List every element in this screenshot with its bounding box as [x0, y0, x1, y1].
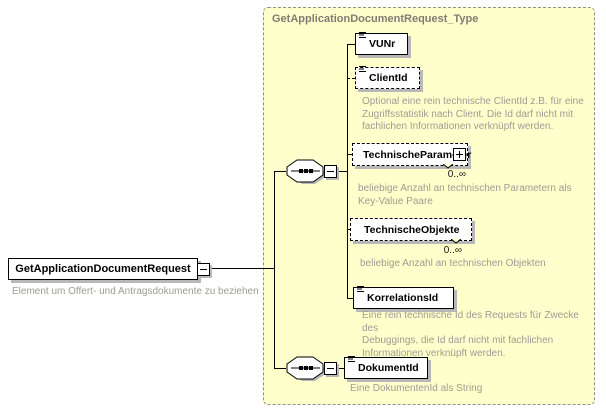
connector-line: [274, 171, 275, 369]
collapse-icon[interactable]: [324, 165, 337, 178]
connector-line: [211, 268, 274, 269]
text-content-icon: [357, 286, 364, 292]
element-annotation: Eine rein technische Id des Requests für…: [362, 310, 579, 359]
occurrence-label: 0..∞: [443, 245, 462, 256]
connector-line: [347, 44, 355, 45]
connector-line-optional: [347, 78, 355, 79]
occurrence-label: 0..∞: [447, 169, 466, 180]
content-model-notch-icon: [443, 164, 453, 169]
element-box-vunr[interactable]: VUNr: [355, 32, 408, 55]
element-annotation: beliebige Anzahl an technischen Paramete…: [358, 183, 572, 207]
element-box-getapplicationdocumentrequest[interactable]: GetApplicationDocumentRequest: [8, 258, 210, 280]
text-content-icon: [348, 356, 355, 362]
element-annotation: Eine DokumentenId als String: [350, 383, 483, 394]
sequence-icon: [286, 356, 324, 381]
connector-line: [274, 368, 286, 369]
element-box-technischeparameter[interactable]: TechnischeParameter: [352, 143, 472, 169]
text-content-icon: [359, 32, 366, 38]
element-label: KorrelationsId: [367, 292, 439, 304]
element-label: ClientId: [369, 72, 408, 84]
element-annotation: beliebige Anzahl an technischen Objekten: [360, 258, 546, 269]
sequence-compositor[interactable]: [285, 355, 339, 385]
element-label: VUNr: [369, 38, 396, 50]
sequence-icon: [286, 159, 324, 184]
element-box-technischeobjekte[interactable]: TechnischeObjekte: [350, 218, 472, 244]
connector-line: [347, 44, 348, 299]
connector-line: [337, 171, 347, 172]
element-box-clientid[interactable]: ClientId: [355, 66, 420, 89]
complex-type-container: GetApplicationDocumentRequest_Type: [263, 7, 595, 405]
connector-line: [337, 368, 344, 369]
element-box-dokumentid[interactable]: DokumentId: [344, 356, 428, 379]
connector-line: [274, 171, 286, 172]
element-annotation: Optional eine rein technische ClientId z…: [362, 96, 584, 132]
content-model-notch-icon: [451, 239, 461, 244]
element-label: TechnischeParameter: [363, 148, 472, 161]
sequence-compositor[interactable]: [285, 158, 339, 188]
text-content-icon: [359, 66, 366, 72]
element-label: GetApplicationDocumentRequest: [15, 263, 191, 275]
expand-icon[interactable]: [453, 148, 466, 161]
connector-line-optional: [347, 154, 352, 155]
element-annotation: Element um Offert- und Antragsdokumente …: [12, 286, 259, 297]
element-label: TechnischeObjekte: [364, 223, 460, 236]
element-label: DokumentId: [358, 362, 419, 374]
element-box-korrelationsid[interactable]: KorrelationsId: [353, 286, 454, 309]
connector-line-optional: [347, 229, 350, 230]
connector-line: [347, 298, 353, 299]
complex-type-title: GetApplicationDocumentRequest_Type: [272, 13, 479, 25]
collapse-icon[interactable]: [324, 362, 337, 375]
collapse-icon[interactable]: [197, 263, 210, 276]
